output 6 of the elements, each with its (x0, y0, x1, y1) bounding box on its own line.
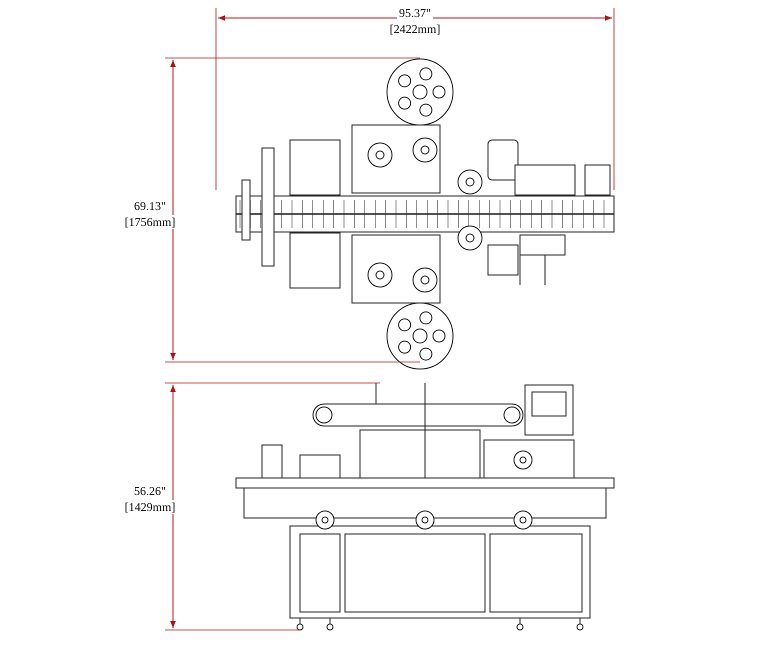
dimension-label: 95.37" (397, 6, 433, 20)
dimension-label: [1429mm] (122, 500, 178, 514)
dimension-label: [2422mm] (388, 22, 442, 36)
dimension-label: [1756mm] (122, 215, 178, 229)
dimension-label: 56.26" (132, 484, 168, 498)
dimension-label: 69.13" (132, 199, 168, 213)
